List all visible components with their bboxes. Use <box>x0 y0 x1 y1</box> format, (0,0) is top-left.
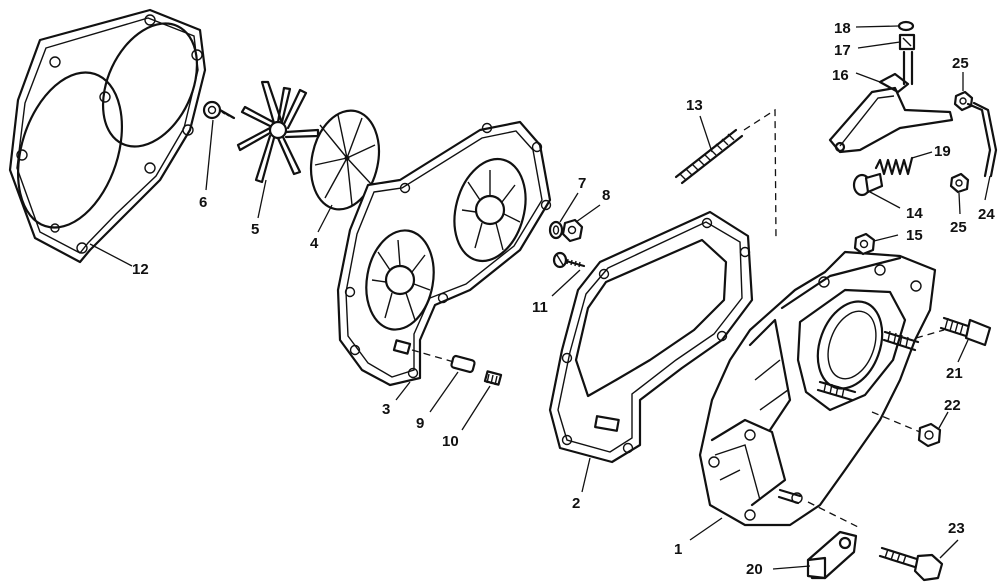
part-6-screw <box>202 100 236 120</box>
callout-1: 1 <box>674 541 682 558</box>
callout-12: 12 <box>132 261 149 278</box>
part-16-lever <box>828 72 954 154</box>
callout-13: 13 <box>686 97 703 114</box>
part-15-nut <box>853 232 876 256</box>
part-17-bushing <box>898 33 916 51</box>
part-10-screw <box>483 370 503 386</box>
callout-9: 9 <box>416 415 424 432</box>
part-21-screw <box>939 316 992 347</box>
part-5-reed-valve <box>236 80 320 184</box>
callout-22: 22 <box>944 397 961 414</box>
part-12-gasket <box>8 8 207 264</box>
callout-3: 3 <box>382 401 390 418</box>
part-7-washer <box>548 220 564 240</box>
callout-24: 24 <box>978 206 995 223</box>
part-11-screw <box>552 251 586 269</box>
part-18-clip <box>897 20 915 32</box>
callout-10: 10 <box>442 433 459 450</box>
part-1-pump-housing <box>698 250 937 527</box>
callout-25-top: 25 <box>952 55 969 72</box>
part-13-stud <box>674 128 744 185</box>
callout-5: 5 <box>251 221 259 238</box>
callout-18: 18 <box>834 20 851 37</box>
callout-20: 20 <box>746 561 763 578</box>
part-22-nut <box>917 422 942 448</box>
part-23-bolt <box>878 546 944 582</box>
callout-8: 8 <box>602 187 610 204</box>
part-8-nut <box>561 218 584 243</box>
callout-15: 15 <box>906 227 923 244</box>
part-19-spring <box>874 156 914 176</box>
part-4-valve-plate <box>309 109 381 211</box>
callout-6: 6 <box>199 194 207 211</box>
callout-7: 7 <box>578 175 586 192</box>
part-24-link-rod <box>966 101 998 178</box>
part-3-valve-body <box>336 120 552 387</box>
part-16-shaft <box>902 50 914 86</box>
callout-16: 16 <box>832 67 849 84</box>
callout-17: 17 <box>834 42 851 59</box>
callout-labels: 1 2 3 4 5 6 7 8 9 10 11 12 13 14 15 16 1… <box>132 20 995 578</box>
callout-14: 14 <box>906 205 923 222</box>
callout-21: 21 <box>946 365 963 382</box>
part-14-roller <box>852 172 884 197</box>
part-25-nut-top <box>953 90 974 112</box>
part-25-nut-lower <box>949 172 970 194</box>
part-2-gasket <box>548 210 754 464</box>
callout-25-lower: 25 <box>950 219 967 236</box>
part-20-clip <box>806 530 858 580</box>
callout-2: 2 <box>572 495 580 512</box>
callout-19: 19 <box>934 143 951 160</box>
part-9-pin <box>450 354 476 374</box>
callout-4: 4 <box>310 235 319 252</box>
callout-23: 23 <box>948 520 965 537</box>
callout-11: 11 <box>532 299 548 316</box>
